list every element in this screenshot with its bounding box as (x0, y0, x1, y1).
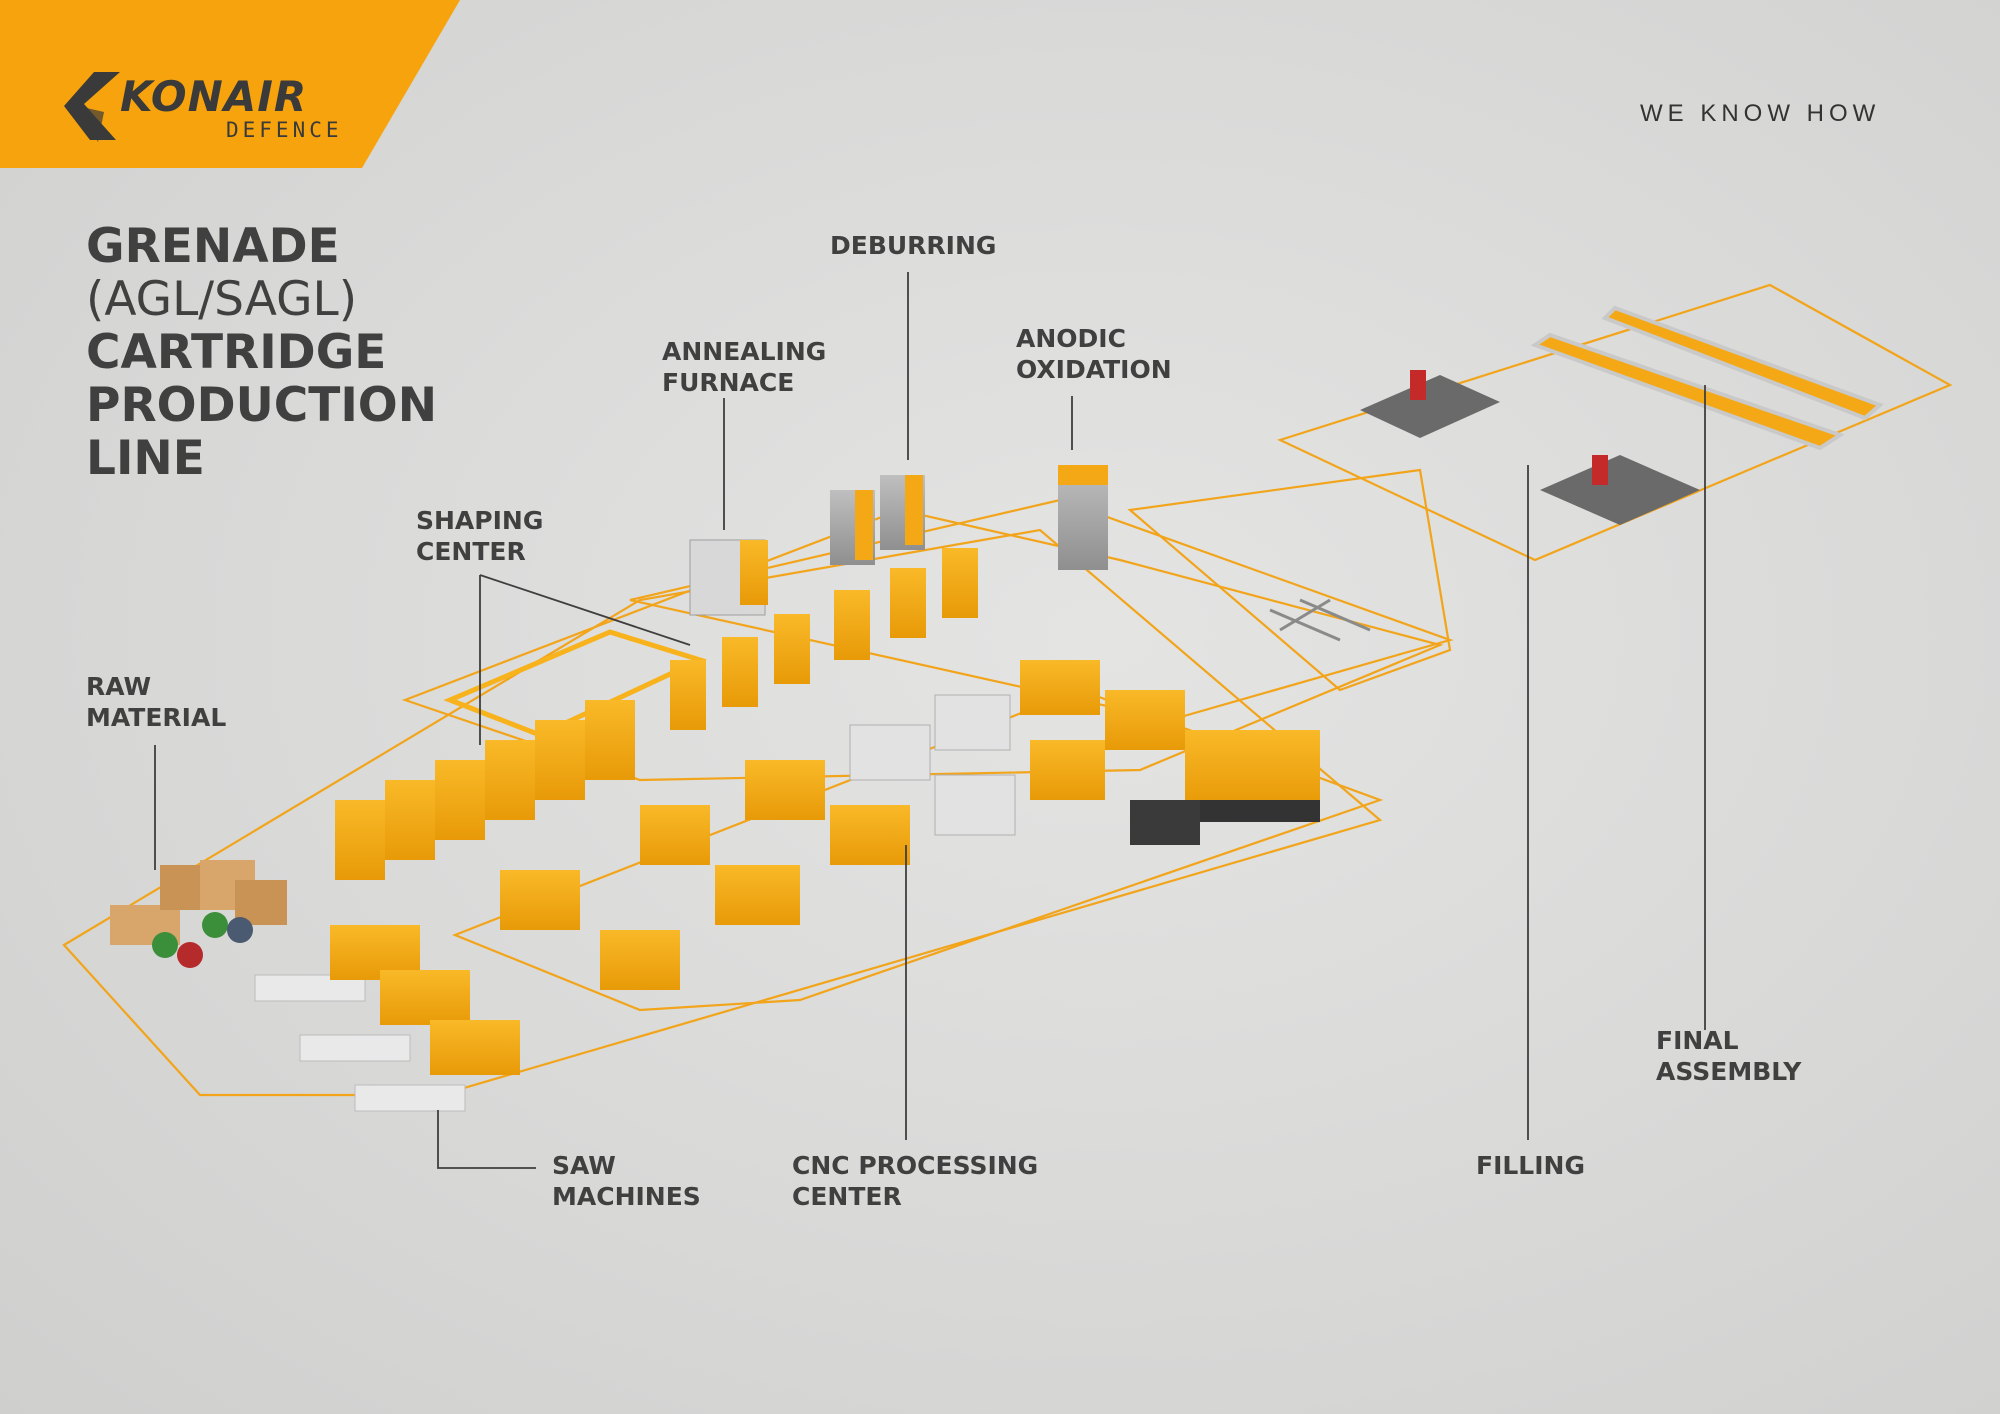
brand-tag-background (0, 0, 460, 168)
filling-floor-outline (1127, 468, 1452, 692)
saw-machines-leader (437, 1110, 536, 1169)
label-saw-machines: SAW MACHINES (552, 1151, 701, 1211)
logo-wordmark: KONAIR (120, 72, 308, 121)
yellow-marked-area (443, 629, 707, 738)
deburring-units (830, 475, 925, 565)
title-line-1: GRENADE (86, 219, 340, 274)
press-machines (670, 548, 978, 730)
title-line-3: CARTRIDGE (86, 325, 387, 380)
title-line-2: (AGL/SAGL) (86, 272, 358, 327)
title-line-4: PRODUCTION (86, 378, 438, 433)
cnc-machines (500, 660, 1185, 990)
label-anodic-oxidation: ANODIC OXIDATION (1016, 324, 1172, 384)
saw-machines-group (254, 925, 520, 1112)
label-shaping-center: SHAPING CENTER (416, 506, 544, 566)
label-deburring: DEBURRING (830, 231, 997, 260)
page-title: GRENADE (AGL/SAGL) CARTRIDGE PRODUCTION … (86, 220, 437, 485)
final-assembly-floor-outline (1276, 283, 1953, 562)
title-line-5: LINE (86, 431, 205, 486)
final-assembly-area (1360, 305, 1884, 525)
filling-station (1269, 598, 1371, 642)
shaping-leader-2 (479, 574, 691, 646)
shaping-center-machines (335, 700, 635, 880)
raw-material-pallets (110, 860, 287, 968)
label-cnc-processing-center: CNC PROCESSING CENTER (792, 1151, 1039, 1211)
label-annealing-furnace: ANNEALING FURNACE (662, 337, 827, 397)
anodic-oxidation-unit (1058, 465, 1108, 570)
slogan: WE KNOW HOW (1640, 100, 1881, 127)
main-floor-outline (62, 528, 1383, 1097)
label-raw-material: RAW MATERIAL (86, 672, 227, 732)
annealing-furnace-unit (689, 539, 768, 616)
generator-unit (1130, 730, 1320, 845)
label-final-assembly: FINAL ASSEMBLY (1656, 1026, 1802, 1086)
konair-logo-icon (64, 72, 120, 142)
label-filling: FILLING (1476, 1151, 1585, 1180)
leader-lines (154, 272, 1706, 1169)
logo-division: DEFENCE (226, 118, 343, 142)
